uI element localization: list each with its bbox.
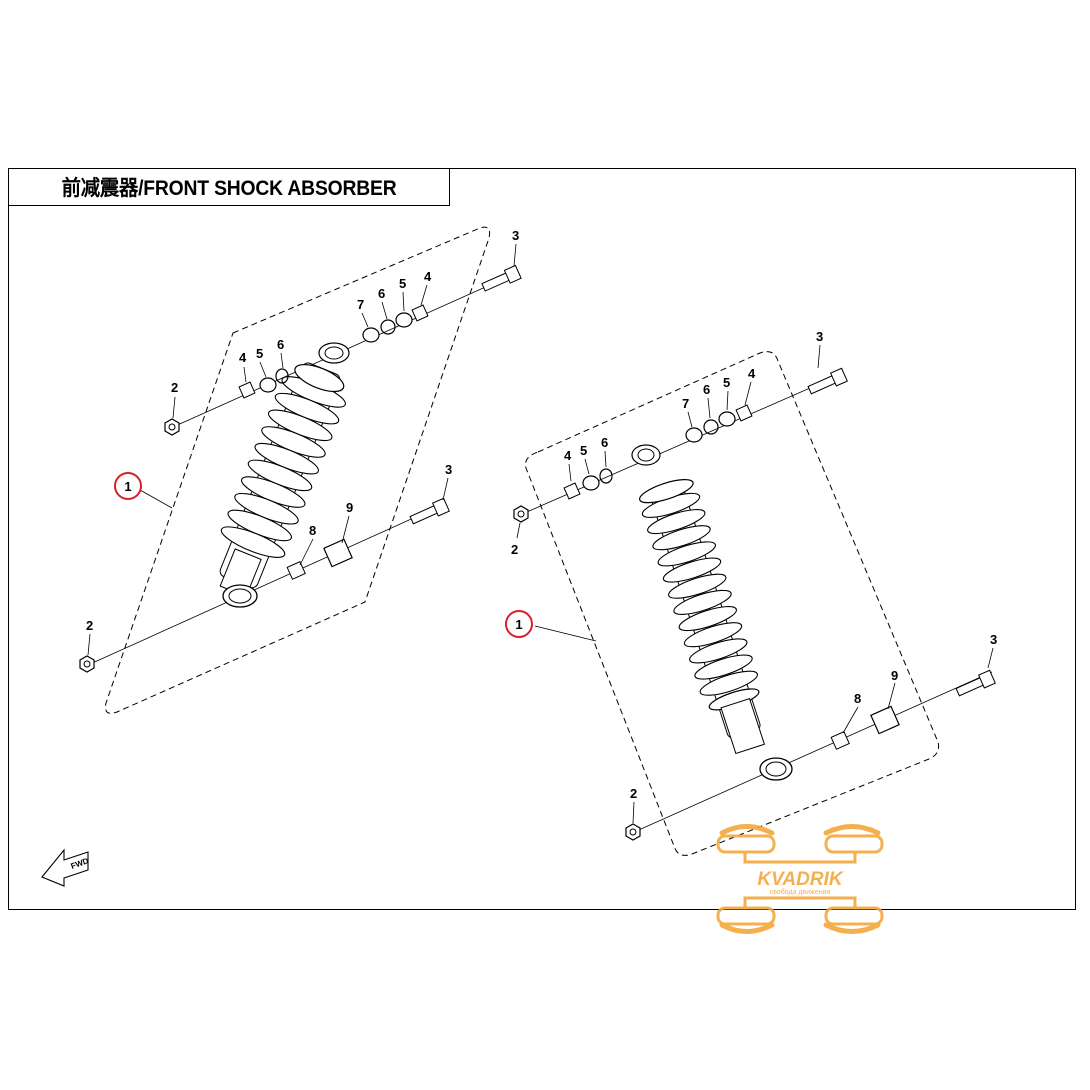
right-ring-6-left xyxy=(599,468,613,484)
left-callout-4-left: 4 xyxy=(239,350,247,365)
right-callout-1: 1 xyxy=(515,617,522,632)
left-callout-2-top: 2 xyxy=(171,380,178,395)
right-callout-2-bottom: 2 xyxy=(630,786,637,801)
right-callout-1-circle xyxy=(505,610,533,638)
page-title: 前减震器/FRONT SHOCK ABSORBER xyxy=(61,177,397,200)
left-group-boundary xyxy=(105,226,491,714)
right-spacer-4-right xyxy=(735,404,753,422)
right-shock-body xyxy=(639,478,766,755)
left-bolt-bottom xyxy=(409,497,450,525)
right-ring-6-right xyxy=(703,419,719,435)
left-seal-7 xyxy=(362,327,380,343)
watermark-brand: KVADRIK xyxy=(757,869,843,890)
left-spacer-8 xyxy=(286,561,306,580)
left-callout-6-right: 6 xyxy=(378,286,385,301)
left-callout-7: 7 xyxy=(357,297,364,312)
watermark-tagline: свобода движения xyxy=(770,888,831,896)
fwd-arrow-icon: FWD xyxy=(41,848,90,887)
left-bushing-9 xyxy=(323,538,353,568)
left-ring-6-left xyxy=(275,368,289,384)
left-bolt-top xyxy=(481,264,522,292)
right-callout-8: 8 xyxy=(854,691,861,706)
left-washer-5-left xyxy=(259,377,277,393)
right-assembly: 2 4 5 6 7 6 5 4 3 3 9 8 2 1 xyxy=(505,329,997,856)
left-callout-2-bottom: 2 xyxy=(86,618,93,633)
right-group-boundary xyxy=(525,351,940,856)
right-callout-2-top: 2 xyxy=(511,542,518,557)
right-callout-4-left: 4 xyxy=(564,448,572,463)
right-callout-3-bottom: 3 xyxy=(990,632,997,647)
right-callout-5-left: 5 xyxy=(580,443,587,458)
left-callout-1: 1 xyxy=(124,479,131,494)
left-nut-bottom xyxy=(79,655,95,673)
right-spacer-8 xyxy=(830,731,850,750)
left-nut-top xyxy=(164,418,180,436)
left-spacer-4-left xyxy=(238,381,256,399)
left-assembly: 2 4 5 6 7 6 5 4 3 3 9 8 2 1 xyxy=(79,226,522,714)
left-ring-6-right xyxy=(380,319,396,335)
left-shock-body xyxy=(219,362,346,598)
left-spacer-4-right xyxy=(411,304,429,322)
kvadrik-watermark-logo: KVADRIK свобода движения xyxy=(716,824,884,934)
left-callout-8: 8 xyxy=(309,523,316,538)
left-bottom-axis xyxy=(87,505,441,666)
right-washer-5-right xyxy=(718,411,736,427)
right-nut-top xyxy=(513,505,529,523)
right-bushing-9 xyxy=(870,705,900,735)
right-seal-7 xyxy=(685,427,703,443)
left-washer-5-right xyxy=(395,312,413,328)
left-callout-3-top: 3 xyxy=(512,228,519,243)
left-callout-9: 9 xyxy=(346,500,353,515)
right-callout-3-top: 3 xyxy=(816,329,823,344)
right-washer-5-left xyxy=(582,475,600,491)
left-callout-1-circle xyxy=(114,472,142,500)
diagram-frame xyxy=(8,168,1076,910)
right-bottom-axis xyxy=(631,671,993,834)
left-callout-6-left: 6 xyxy=(277,337,284,352)
title-box: 前减震器/FRONT SHOCK ABSORBER xyxy=(8,168,450,206)
right-spacer-4-left xyxy=(563,482,581,500)
right-callout-4-right: 4 xyxy=(748,366,756,381)
right-callout-7: 7 xyxy=(682,396,689,411)
left-callout-4-right: 4 xyxy=(424,269,432,284)
right-bolt-bottom xyxy=(955,669,996,697)
right-callout-5-right: 5 xyxy=(723,375,730,390)
left-callout-5-right: 5 xyxy=(399,276,406,291)
right-callout-9: 9 xyxy=(891,668,898,683)
right-nut-bottom xyxy=(625,823,641,841)
right-bolt-top xyxy=(807,367,848,395)
left-callout-3-bottom: 3 xyxy=(445,462,452,477)
right-callout-6-left: 6 xyxy=(601,435,608,450)
right-callout-6-right: 6 xyxy=(703,382,710,397)
left-callout-5-left: 5 xyxy=(256,346,263,361)
